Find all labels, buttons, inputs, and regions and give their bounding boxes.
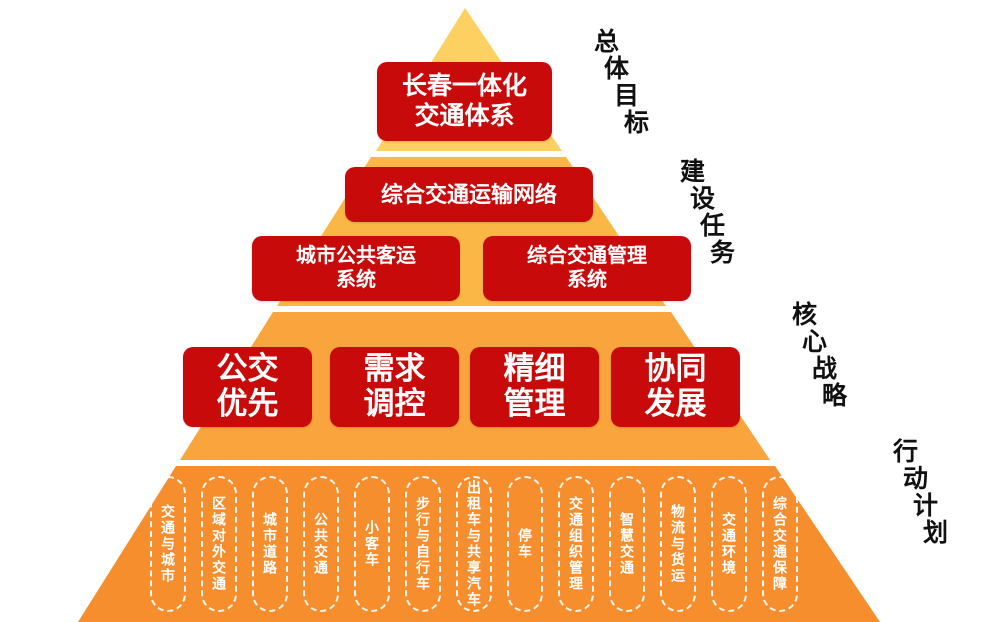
action-column-label: 区域对外交通 (211, 496, 227, 592)
action-column-label: 交通与城市 (160, 504, 176, 584)
action-plan-columns: 交通与城市 区域对外交通 城市道路 公共交通 小客车 步行与自行车 出租车与共享… (150, 476, 798, 612)
side-label-construction-task: 建设任务 (680, 158, 736, 267)
action-column-label: 物流与货运 (670, 504, 686, 584)
action-column-label: 停车 (517, 528, 533, 560)
strategy-box-line1: 需求 (363, 351, 426, 387)
side-label-action-plan: 行动计划 (893, 438, 949, 547)
management-system-line2: 系统 (567, 268, 607, 291)
action-column: 交通与城市 (150, 476, 186, 612)
action-column: 综合交通保障 (762, 476, 798, 612)
action-column: 智慧交通 (609, 476, 645, 612)
strategy-box-line2: 发展 (644, 386, 707, 421)
passenger-system-box: 城市公共客运 系统 (252, 236, 460, 301)
strategy-box-coordinated-development: 协同 发展 (611, 347, 740, 427)
action-column-label: 交通组织管理 (568, 496, 584, 592)
action-column: 步行与自行车 (405, 476, 441, 612)
side-label-overall-goal: 总体目标 (594, 28, 650, 137)
goal-box-line1: 长春一体化 (401, 72, 527, 100)
action-column-label: 小客车 (364, 520, 380, 568)
action-column: 交通环境 (711, 476, 747, 612)
action-column: 城市道路 (252, 476, 288, 612)
action-column: 区域对外交通 (201, 476, 237, 612)
strategy-box-line2: 管理 (503, 386, 566, 421)
action-column: 出租车与共享汽车 (456, 476, 492, 612)
strategy-box-line1: 协同 (644, 351, 707, 387)
action-column: 公共交通 (303, 476, 339, 612)
strategy-box-line2: 调控 (363, 386, 426, 421)
management-system-line1: 综合交通管理 (527, 244, 647, 267)
action-column: 物流与货运 (660, 476, 696, 612)
strategy-box-fine-management: 精细 管理 (470, 347, 599, 427)
action-column-label: 步行与自行车 (415, 496, 431, 592)
strategy-box-line1: 精细 (503, 351, 566, 387)
action-column: 交通组织管理 (558, 476, 594, 612)
strategy-box-line2: 优先 (216, 386, 279, 421)
action-column: 停车 (507, 476, 543, 612)
management-system-box: 综合交通管理 系统 (483, 236, 691, 301)
network-box-label: 综合交通运输网络 (380, 181, 557, 207)
action-column-label: 智慧交通 (619, 512, 635, 576)
action-column-label: 公共交通 (313, 512, 329, 576)
action-column-label: 城市道路 (262, 512, 278, 576)
action-column-label: 综合交通保障 (772, 496, 788, 592)
goal-box-line2: 交通体系 (414, 101, 515, 130)
network-box: 综合交通运输网络 (345, 167, 593, 222)
goal-box: 长春一体化 交通体系 (377, 62, 552, 141)
strategy-box-demand-control: 需求 调控 (330, 347, 459, 427)
passenger-system-line1: 城市公共客运 (296, 244, 416, 267)
action-column-label: 出租车与共享汽车 (466, 480, 482, 608)
action-column: 小客车 (354, 476, 390, 612)
strategy-box-line1: 公交 (216, 351, 279, 387)
action-column-label: 交通环境 (721, 512, 737, 576)
side-label-core-strategy: 核心战略 (792, 301, 848, 410)
passenger-system-line2: 系统 (336, 268, 376, 291)
strategy-box-bus-priority: 公交 优先 (183, 347, 312, 427)
